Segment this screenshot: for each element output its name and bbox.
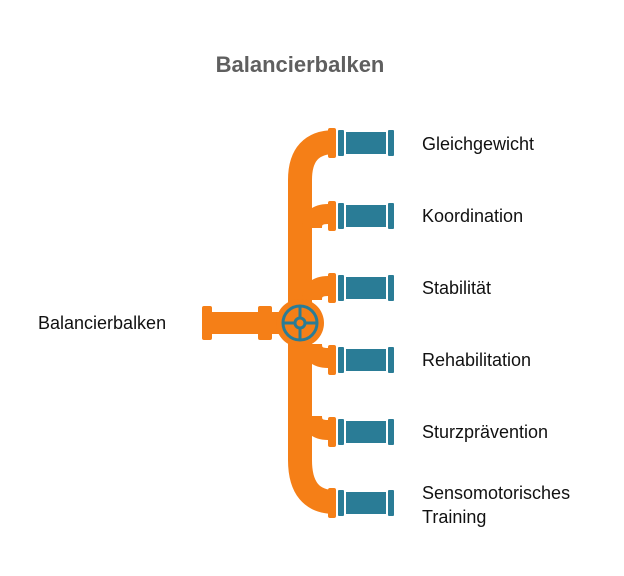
branch-rehabilitation [302, 343, 336, 375]
outlet-2 [338, 203, 394, 229]
outlet-3 [338, 275, 394, 301]
outlet-4 [338, 347, 394, 373]
pipe-cap-bottom [328, 488, 336, 518]
outlet-1 [338, 130, 394, 156]
input-pipe [202, 306, 288, 340]
branch-stabilitaet [302, 273, 336, 303]
output-label-3: Stabilität [422, 278, 492, 298]
outlet-5 [338, 419, 394, 445]
output-label-2: Koordination [422, 206, 524, 226]
output-label-1: Gleichgewicht [422, 134, 535, 154]
source-label: Balancierbalken [38, 313, 167, 333]
valve-icon [276, 299, 324, 347]
output-label-6: Sensomotorisches Training [422, 483, 571, 527]
branch-sturzpraevention [302, 415, 336, 447]
outlet-6 [338, 490, 394, 516]
output-label-5: Sturzprävention [422, 422, 549, 442]
branch-koordination [302, 201, 336, 231]
diagram-title: Balancierbalken [215, 52, 385, 77]
pipe-cap-top [328, 128, 336, 158]
output-label-4: Rehabilitation [422, 350, 532, 370]
